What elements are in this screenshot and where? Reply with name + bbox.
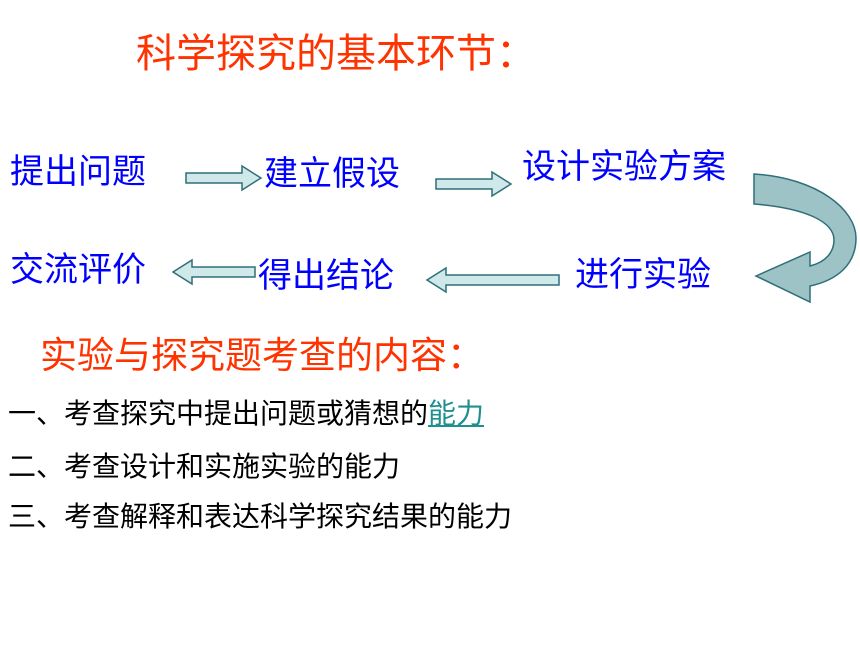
step-communicate-evaluate: 交流评价 [10,250,146,290]
step-design-experiment: 设计实验方案 [522,147,726,187]
ability-link[interactable]: 能力 [428,397,485,430]
step-raise-question: 提出问题 [10,152,146,192]
section-subtitle: 实验与探究题考查的内容： [40,334,484,377]
arrow-left-2-icon [171,258,256,286]
content-item-1-text: 一、考查探究中提出问题或猜想的 [8,397,429,430]
slide-title: 科学探究的基本环节： [136,31,536,77]
content-item-2: 二、考查设计和实施实验的能力 [8,450,401,483]
step-conduct-experiment: 进行实验 [575,255,711,295]
step-form-hypothesis: 建立假设 [264,154,400,194]
arrow-right-2-icon [435,170,513,198]
step-draw-conclusion: 得出结论 [258,256,394,296]
content-item-1: 一、考查探究中提出问题或猜想的能力 [8,396,484,432]
curved-turn-arrow-icon [753,173,857,304]
content-item-3: 三、考查解释和表达科学探究结果的能力 [8,500,513,533]
arrow-right-1-icon [185,164,263,192]
arrow-left-1-icon [425,266,560,294]
